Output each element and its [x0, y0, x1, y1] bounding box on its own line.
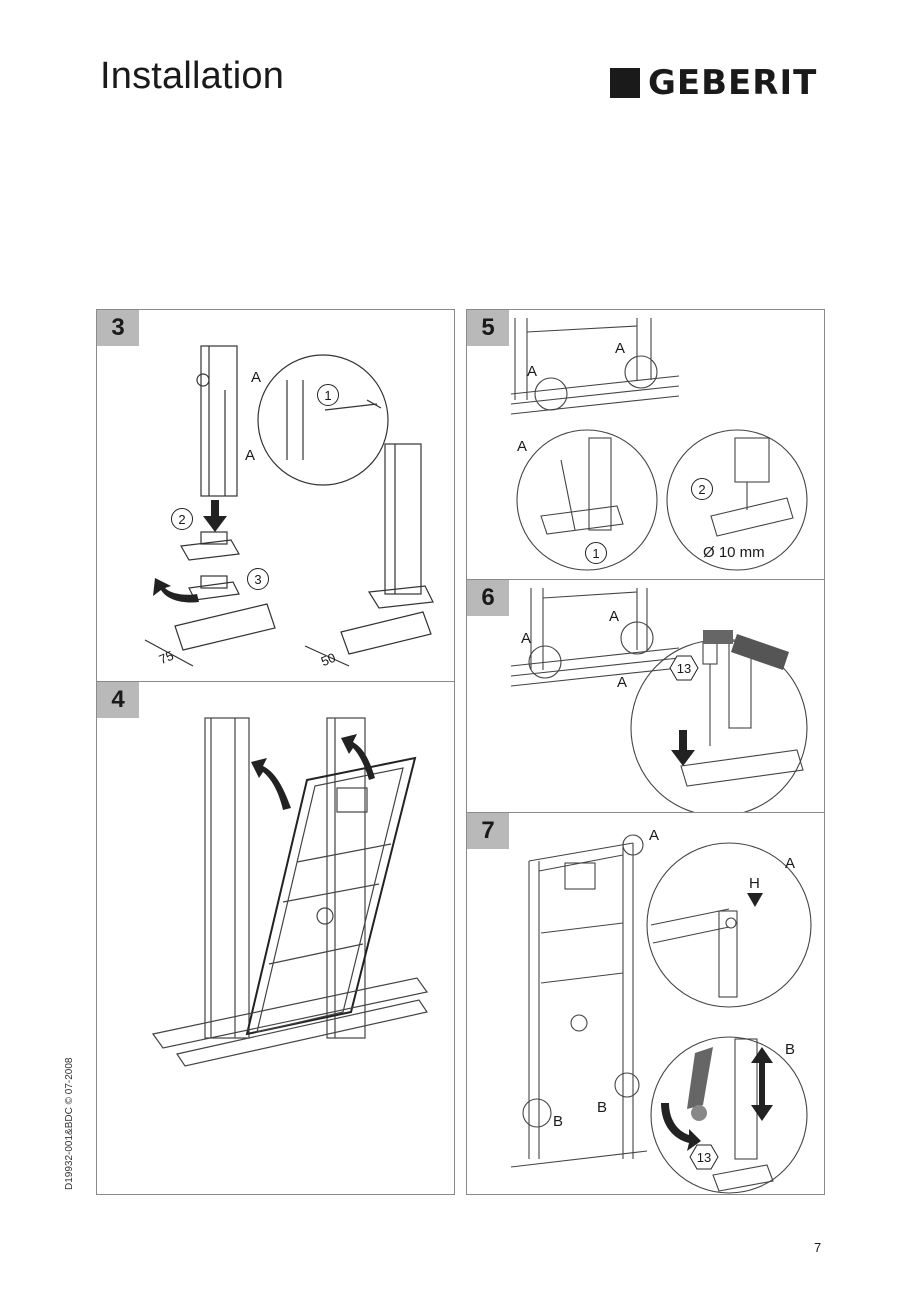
wrench-size: 13	[676, 660, 692, 676]
wrench-size: 13	[696, 1149, 712, 1165]
callout-number: 1	[585, 542, 607, 564]
label-a: A	[649, 827, 660, 844]
label-b: B	[553, 1113, 564, 1130]
rotate-arrow-icon	[341, 734, 375, 780]
label-a: A	[785, 855, 796, 872]
step-5-illustration	[510, 318, 808, 571]
wrench-size-badge: 13	[669, 655, 699, 681]
rotate-arrow-icon	[153, 578, 199, 603]
step-4-illustration	[151, 717, 429, 1067]
rotate-arrow-icon	[251, 758, 291, 810]
wrench-size-badge: 13	[689, 1144, 719, 1170]
arrow-down-icon	[671, 730, 695, 766]
label-a: A	[517, 438, 528, 455]
label-b: B	[597, 1099, 608, 1116]
updown-arrow-icon	[751, 1047, 773, 1121]
right-instruction-frame: 5	[466, 309, 825, 1195]
callout-number: 3	[247, 568, 269, 590]
label-a: A	[251, 369, 262, 386]
document-reference: D19932-001&BDC © 07-2008	[64, 1057, 75, 1190]
label-a: A	[609, 608, 620, 625]
label-a: A	[527, 363, 538, 380]
logo-square-icon	[610, 68, 640, 98]
step-4-panel: 4	[97, 682, 454, 1194]
step-7-panel: 7	[467, 813, 824, 1194]
step-5-panel: 5	[467, 310, 824, 579]
height-marker-icon	[747, 893, 763, 907]
step-number: 4	[97, 682, 139, 718]
wrench-icon	[687, 1047, 713, 1121]
arrow-down-icon	[203, 500, 227, 532]
step-number: 3	[97, 310, 139, 346]
logo-text: GEBERIT	[648, 63, 818, 103]
step-number: 7	[467, 813, 509, 849]
step-3-illustration	[144, 345, 434, 667]
label-b: B	[785, 1041, 796, 1058]
label-h: H	[749, 875, 760, 892]
step-3-panel: 3	[97, 310, 454, 681]
callout-number: 2	[691, 478, 713, 500]
divider	[97, 681, 454, 682]
divider	[467, 812, 824, 813]
callout-number: 2	[171, 508, 193, 530]
geberit-logo: GEBERIT	[610, 63, 818, 103]
label-a: A	[617, 674, 628, 691]
step-number: 6	[467, 580, 509, 616]
divider	[467, 579, 824, 580]
step-number: 5	[467, 310, 509, 346]
callout-number: 1	[317, 384, 339, 406]
page-title: Installation	[100, 55, 285, 97]
label-a: A	[245, 447, 256, 464]
step-6-illustration	[510, 588, 808, 812]
page-number: 7	[814, 1240, 822, 1255]
label-a: A	[615, 340, 626, 357]
label-a: A	[521, 630, 532, 647]
drill-diameter-label: Ø 10 mm	[703, 544, 765, 561]
step-6-panel: 6	[467, 580, 824, 812]
hammer-icon	[703, 630, 789, 670]
rotate-arrow-icon	[661, 1103, 701, 1151]
left-instruction-frame: 3	[96, 309, 455, 1195]
step-7-illustration	[510, 834, 812, 1194]
